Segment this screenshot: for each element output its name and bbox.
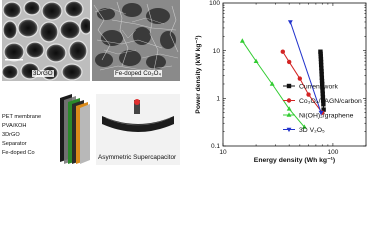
layer-stack-graphic xyxy=(60,94,90,164)
series-line-3 xyxy=(289,21,322,113)
sem-label-fe-doped-co3o4: Fe-doped Co₃O₄ xyxy=(114,70,162,77)
data-point-2-4 xyxy=(301,124,307,129)
data-point-0-2 xyxy=(318,54,323,59)
legend-marker-2 xyxy=(286,112,292,117)
legend-marker-3 xyxy=(286,127,292,133)
data-point-1-0 xyxy=(280,49,286,54)
data-point-0-1 xyxy=(318,51,323,56)
legend-marker-0 xyxy=(286,83,292,89)
stack-layer-separator: Separator xyxy=(2,141,27,147)
data-point-0-3 xyxy=(318,56,324,62)
device-stack-diagram: PET membrane PVA/KOH 3DrGO Separator Fe-… xyxy=(0,94,92,165)
data-point-0-7 xyxy=(319,69,324,74)
legend-label-0: Current work xyxy=(299,83,339,90)
sem-image-3drgo: 3DrGO xyxy=(2,0,90,81)
sem-label-3drgo: 3DrGO xyxy=(32,70,54,77)
legend-label-2: Ni(OH)₂/graphene xyxy=(299,112,354,119)
data-point-0-18 xyxy=(321,107,326,112)
y-tick-label: 10 xyxy=(213,48,221,55)
data-point-0-10 xyxy=(319,78,325,84)
y-tick-label: 0.1 xyxy=(211,143,220,150)
plot-frame xyxy=(222,2,367,147)
stack-layer-pet: PET membrane xyxy=(2,114,42,120)
data-point-0-16 xyxy=(320,98,326,103)
data-point-0-8 xyxy=(319,72,324,77)
x-tick-label: 10 xyxy=(219,149,227,156)
y-axis-title: Power density (kW kg⁻¹) xyxy=(195,35,202,113)
data-point-3-1 xyxy=(318,110,324,116)
device-photo: Asymmetric Supercapacitor xyxy=(96,94,180,165)
sem-image-fe-doped-co3o4: Fe-doped Co₃O₄ xyxy=(92,0,180,81)
data-point-0-17 xyxy=(321,102,326,107)
data-point-0-4 xyxy=(318,59,324,65)
data-point-3-0 xyxy=(287,20,293,25)
legend-label-1: Co₃O₄/VAGN/carbon xyxy=(299,98,362,105)
ragone-chart: 10 100 0.1 1 10 100 Current workCo₃O₄/VAGN/ca… xyxy=(195,0,367,164)
legend-label-3: 3D V₂O₅ xyxy=(299,127,325,134)
device-photo-label: Asymmetric Supercapacitor xyxy=(98,154,177,161)
stack-layer-3drgo: 3DrGO xyxy=(2,132,20,138)
data-point-0-13 xyxy=(320,88,325,93)
data-point-1-2 xyxy=(297,76,303,81)
led-light xyxy=(134,99,140,105)
device-photo-graphic xyxy=(96,94,180,165)
y-tick-label: 100 xyxy=(209,0,220,7)
data-point-1-3 xyxy=(306,92,311,97)
data-point-2-3 xyxy=(286,106,292,111)
data-point-0-11 xyxy=(320,81,325,87)
data-point-0-5 xyxy=(318,62,324,68)
data-point-0-15 xyxy=(320,95,326,100)
data-point-2-1 xyxy=(253,58,259,64)
legend-marker-1 xyxy=(286,98,292,103)
sem-texture-fe-doped-co3o4 xyxy=(92,0,180,81)
y-tick-label: 1 xyxy=(216,96,220,103)
data-point-2-0 xyxy=(239,38,245,43)
x-axis-title: Energy density (Wh kg⁻¹) xyxy=(254,157,335,164)
data-point-1-1 xyxy=(286,59,292,65)
data-point-0-6 xyxy=(319,65,324,71)
x-tick-label: 100 xyxy=(327,149,338,156)
scale-bar xyxy=(5,59,23,61)
data-point-2-2 xyxy=(269,81,275,86)
data-point-0-12 xyxy=(320,85,325,90)
data-point-0-14 xyxy=(320,91,325,96)
data-point-0-9 xyxy=(319,75,325,80)
sem-texture-3drgo xyxy=(2,0,90,81)
stack-layer-pva-koh: PVA/KOH xyxy=(2,123,27,129)
stack-layer-fe-doped: Fe-doped Co xyxy=(2,150,35,156)
